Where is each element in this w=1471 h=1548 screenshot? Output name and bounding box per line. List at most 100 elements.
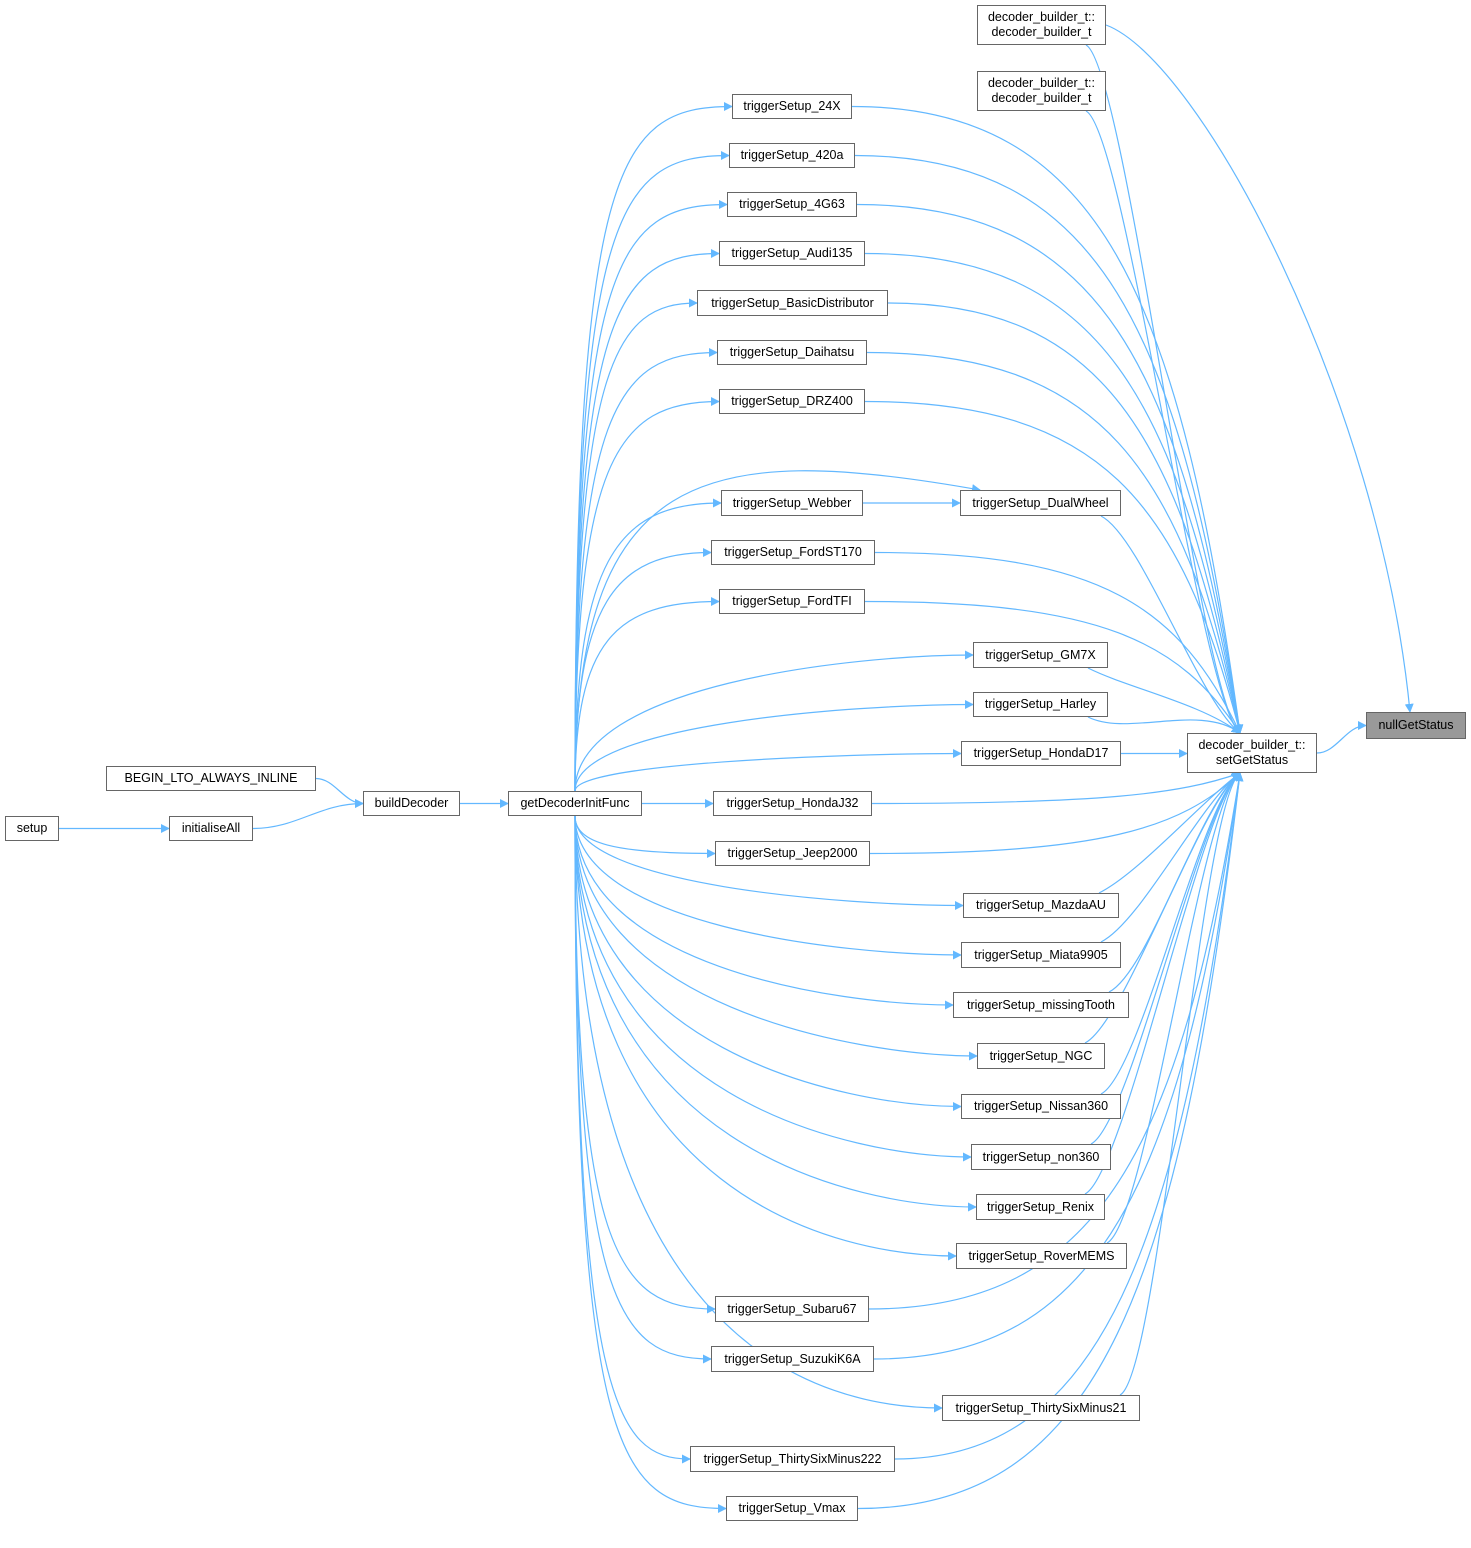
edge-getDecoderInitFunc-to-tDRZ400 <box>574 397 720 792</box>
node-label: triggerSetup_HondaD17 <box>973 746 1109 760</box>
node-label: triggerSetup_Webber <box>732 495 852 510</box>
edge-ctor2-to-setGetStatus <box>1085 110 1241 734</box>
node-label: triggerSetup_SuzukiK6A <box>724 1351 861 1366</box>
edge-t24X-to-setGetStatus <box>851 105 1244 734</box>
edge-getDecoderInitFunc-to-tNGC <box>574 815 978 1061</box>
node-null-get-status[interactable]: nullGetStatus <box>1366 712 1466 739</box>
node-t-missing-tooth[interactable]: triggerSetup_missingTooth <box>953 992 1129 1018</box>
node-t-daihatsu[interactable]: triggerSetup_Daihatsu <box>717 340 867 365</box>
node-t420a[interactable]: triggerSetup_420a <box>729 143 855 168</box>
edge-getDecoderInitFunc-to-tFordST170 <box>574 548 712 792</box>
node-t-suzuki-k6a[interactable]: triggerSetup_SuzukiK6A <box>711 1346 874 1372</box>
node-label: triggerSetup_missingTooth <box>967 997 1115 1012</box>
edge-getDecoderInitFunc-to-tSuzukiK6A <box>574 815 712 1364</box>
node-t-honda-j32[interactable]: triggerSetup_HondaJ32 <box>713 791 872 816</box>
node-label: getDecoderInitFunc <box>520 796 630 810</box>
node-label: triggerSetup_HondaJ32 <box>726 796 859 810</box>
node-t-ford-tfi[interactable]: triggerSetup_FordTFI <box>719 589 865 614</box>
edge-t4G63-to-setGetStatus <box>856 203 1244 734</box>
node-label: triggerSetup_420a <box>740 148 844 162</box>
node-setup[interactable]: setup <box>5 816 59 841</box>
edge-beginLTO-to-buildDecoder <box>315 777 364 808</box>
node-label: triggerSetup_Renix <box>986 1199 1094 1214</box>
node-ctor1[interactable]: decoder_builder_t::decoder_builder_t <box>977 5 1106 45</box>
node-build-decoder[interactable]: buildDecoder <box>363 791 460 816</box>
node-label: triggerSetup_non360 <box>982 1149 1100 1164</box>
node-label: triggerSetup_DualWheel <box>972 495 1109 510</box>
edge-t3621-to-setGetStatus <box>1119 772 1241 1396</box>
node-label: decoder_builder_t <box>991 25 1092 39</box>
node-t-non360[interactable]: triggerSetup_non360 <box>971 1144 1111 1170</box>
node-label: setup <box>16 821 48 835</box>
node-label: triggerSetup_DRZ400 <box>731 394 853 408</box>
node-label: triggerSetup_NGC <box>989 1048 1093 1063</box>
node-ctor2[interactable]: decoder_builder_t::decoder_builder_t <box>977 71 1106 111</box>
node-label: triggerSetup_ThirtySixMinus21 <box>955 1400 1127 1415</box>
node-label: triggerSetup_FordST170 <box>724 545 862 559</box>
edge-getDecoderInitFunc-to-t36222 <box>574 815 691 1464</box>
node-t-drz400[interactable]: triggerSetup_DRZ400 <box>719 389 865 414</box>
node-t-jeep2000[interactable]: triggerSetup_Jeep2000 <box>715 841 870 866</box>
edge-tDualWheel-to-setGetStatus <box>1100 515 1241 734</box>
node-label: setGetStatus <box>1215 753 1289 767</box>
node-label: decoder_builder_t:: <box>987 76 1096 90</box>
node-t-honda-d17[interactable]: triggerSetup_HondaD17 <box>961 741 1121 766</box>
edge-initialiseAll-to-buildDecoder <box>252 799 364 830</box>
node-t-audi135[interactable]: triggerSetup_Audi135 <box>719 241 865 266</box>
node-t36222[interactable]: triggerSetup_ThirtySixMinus222 <box>690 1446 895 1472</box>
edge-tVmax-to-setGetStatus <box>857 772 1244 1510</box>
node-t3621[interactable]: triggerSetup_ThirtySixMinus21 <box>942 1395 1140 1421</box>
node-label: triggerSetup_Vmax <box>738 1501 846 1515</box>
node-t-mazda-au[interactable]: triggerSetup_MazdaAU <box>963 893 1119 918</box>
edge-getDecoderInitFunc-to-tMiata9905 <box>574 815 962 960</box>
edge-tMiata9905-to-setGetStatus <box>1100 772 1241 943</box>
edge-tDaihatsu-to-setGetStatus <box>866 351 1243 734</box>
node-t-ngc[interactable]: triggerSetup_NGC <box>977 1043 1105 1069</box>
edge-getDecoderInitFunc-to-tVmax <box>574 815 727 1513</box>
edge-getDecoderInitFunc-to-t3621 <box>574 815 943 1413</box>
edge-tFordTFI-to-setGetStatus <box>864 600 1241 734</box>
edge-getDecoderInitFunc-to-tHarley <box>574 700 974 792</box>
edge-getDecoderInitFunc-to-tDualWheel <box>574 470 981 792</box>
edge-tSubaru67-to-setGetStatus <box>868 772 1244 1310</box>
edge-getDecoderInitFunc-to-tWebber <box>574 498 722 792</box>
edge-tHarley-to-setGetStatus <box>1087 716 1241 734</box>
edge-tMazdaAU-to-setGetStatus <box>1098 772 1241 894</box>
node-t-harley[interactable]: triggerSetup_Harley <box>973 692 1108 717</box>
edge-tGM7X-to-setGetStatus <box>1087 667 1241 734</box>
node-label: triggerSetup_Audi135 <box>731 246 853 260</box>
edge-tBasic-to-setGetStatus <box>887 302 1243 734</box>
node-label: triggerSetup_4G63 <box>739 197 845 211</box>
node-label: triggerSetup_Miata9905 <box>974 947 1108 962</box>
edge-tSuzukiK6A-to-setGetStatus <box>873 772 1244 1360</box>
node-t-vmax[interactable]: triggerSetup_Vmax <box>726 1496 858 1521</box>
node-label: triggerSetup_Nissan360 <box>973 1099 1109 1113</box>
node-label: decoder_builder_t:: <box>987 10 1096 24</box>
node-t-nissan360[interactable]: triggerSetup_Nissan360 <box>961 1094 1121 1119</box>
node-get-decoder-init-func[interactable]: getDecoderInitFunc <box>508 791 642 816</box>
node-t-webber[interactable]: triggerSetup_Webber <box>721 490 863 516</box>
node-t-renix[interactable]: triggerSetup_Renix <box>976 1194 1105 1220</box>
node-label: triggerSetup_ThirtySixMinus222 <box>703 1451 882 1466</box>
node-t-subaru67[interactable]: triggerSetup_Subaru67 <box>715 1296 869 1322</box>
edge-getDecoderInitFunc-to-tGM7X <box>574 650 974 792</box>
edge-tDRZ400-to-setGetStatus <box>864 400 1243 734</box>
node-t-gm7x[interactable]: triggerSetup_GM7X <box>973 642 1108 668</box>
node-t24x[interactable]: triggerSetup_24X <box>732 94 852 119</box>
node-t-miata9905[interactable]: triggerSetup_Miata9905 <box>961 942 1121 968</box>
node-t-dual-wheel[interactable]: triggerSetup_DualWheel <box>960 490 1121 516</box>
node-label: initialiseAll <box>181 821 241 835</box>
node-label: nullGetStatus <box>1378 718 1454 732</box>
node-label: triggerSetup_Subaru67 <box>727 1301 857 1316</box>
edge-getDecoderInitFunc-to-tDaihatsu <box>574 348 718 792</box>
edge-t36222-to-setGetStatus <box>894 772 1244 1460</box>
edge-getDecoderInitFunc-to-t420a <box>574 151 730 792</box>
node-t-ford-st170[interactable]: triggerSetup_FordST170 <box>711 540 875 565</box>
edge-getDecoderInitFunc-to-tRenix <box>574 815 977 1212</box>
node-set-get-status[interactable]: decoder_builder_t::setGetStatus <box>1187 733 1317 773</box>
node-t4g63[interactable]: triggerSetup_4G63 <box>727 192 857 217</box>
node-initialise-all[interactable]: initialiseAll <box>169 816 253 841</box>
node-t-rover-mems[interactable]: triggerSetup_RoverMEMS <box>956 1243 1127 1269</box>
node-t-basic[interactable]: triggerSetup_BasicDistributor <box>697 290 888 316</box>
node-begin-lto[interactable]: BEGIN_LTO_ALWAYS_INLINE <box>106 766 316 791</box>
